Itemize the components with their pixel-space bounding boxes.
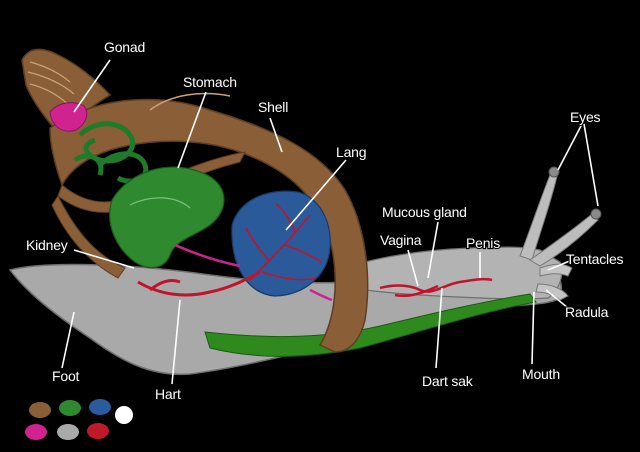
label-penis: Penis xyxy=(466,235,500,251)
vessel-swatch xyxy=(87,423,109,439)
label-shell: Shell xyxy=(258,99,288,115)
gonad-organ xyxy=(49,102,88,132)
label-eyes: Eyes xyxy=(570,109,601,125)
shell-swatch xyxy=(29,402,51,418)
gonad-swatch xyxy=(25,424,47,440)
label-mucous-gland: Mucous gland xyxy=(382,204,467,220)
lung-swatch xyxy=(89,399,111,415)
label-stomach: Stomach xyxy=(183,74,237,90)
label-vagina: Vagina xyxy=(380,232,422,248)
stomach-swatch xyxy=(59,400,81,416)
foot-muscle xyxy=(204,293,537,357)
label-kidney: Kidney xyxy=(26,237,68,253)
lung-organ xyxy=(231,190,331,297)
label-gonad: Gonad xyxy=(104,39,145,55)
stomach-organ xyxy=(109,166,225,269)
label-tentacles: Tentacles xyxy=(566,251,624,267)
label-lang: Lang xyxy=(336,144,366,160)
body-swatch xyxy=(57,424,79,440)
label-mouth: Mouth xyxy=(522,366,560,382)
white-swatch xyxy=(115,406,133,424)
color-key xyxy=(25,399,133,440)
right-eye-icon xyxy=(590,208,602,220)
duct xyxy=(309,288,333,302)
label-radula: Radula xyxy=(565,304,609,320)
label-foot: Foot xyxy=(52,368,80,384)
duct xyxy=(174,243,241,268)
leader-lines xyxy=(61,59,599,385)
label-hart: Hart xyxy=(155,386,181,402)
labels: Gonad Stomach Shell Lang Eyes Mucous gla… xyxy=(25,38,625,403)
label-dart-sak: Dart sak xyxy=(422,373,474,389)
reproductive-ducts xyxy=(379,277,493,297)
heart-vessels xyxy=(137,270,261,297)
left-eye-icon xyxy=(548,166,560,178)
